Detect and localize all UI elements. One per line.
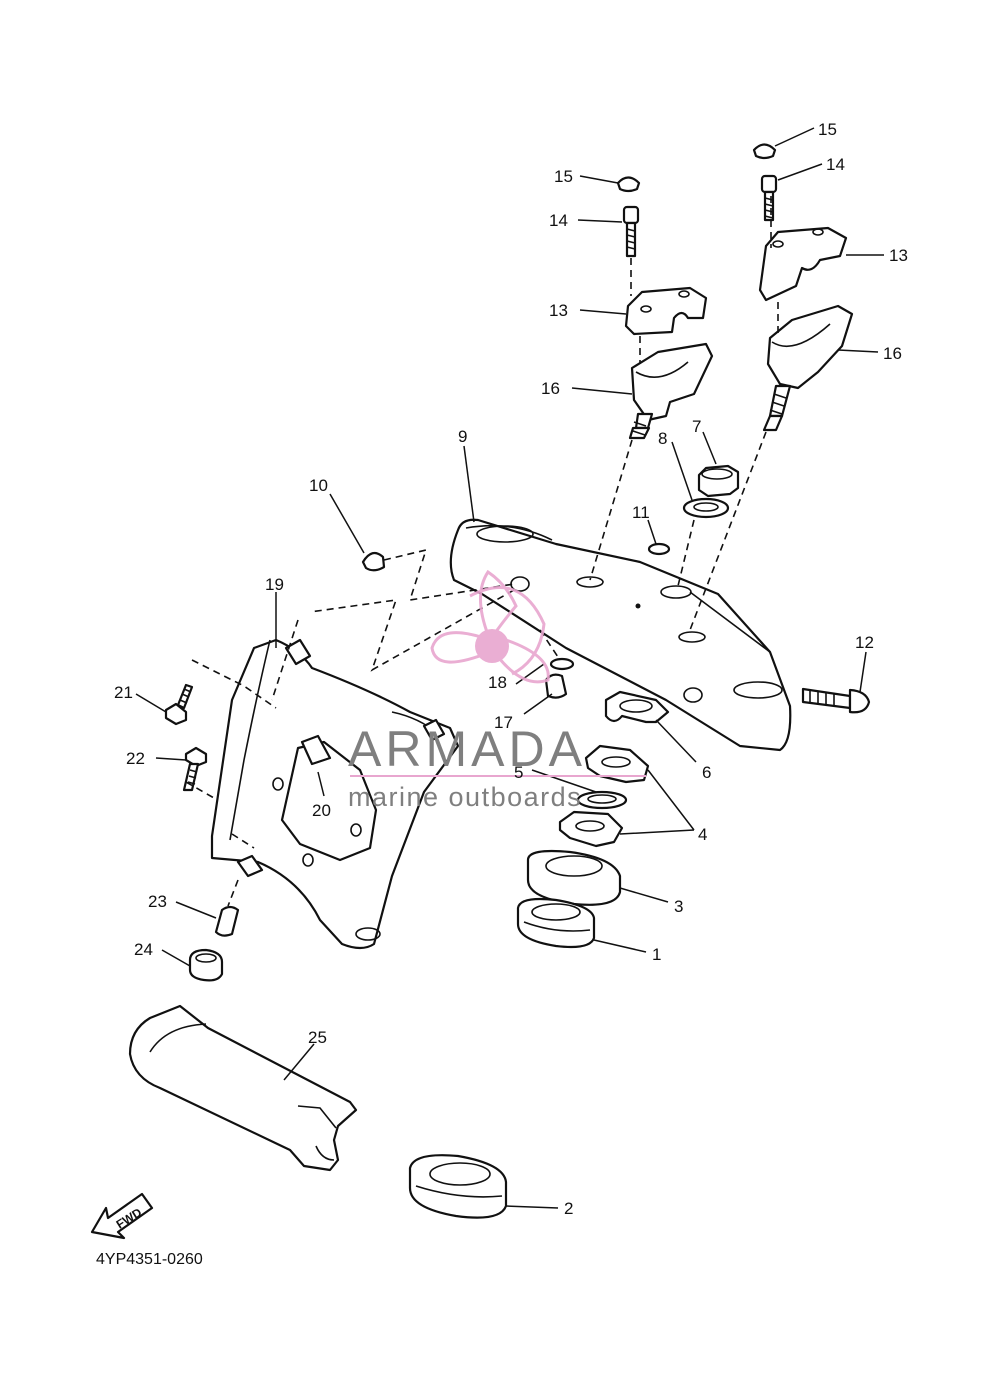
callout-21: 21	[114, 683, 133, 702]
watermark-title: ARMADA	[348, 721, 586, 777]
holder-16-right	[762, 304, 854, 432]
washer-8	[682, 497, 730, 519]
cap-15-right	[752, 143, 777, 160]
callout-13: 13	[549, 301, 568, 320]
callout-17: 17	[494, 713, 513, 732]
bearing-cover-3	[526, 849, 622, 906]
callout-16: 16	[541, 379, 560, 398]
callout-2: 2	[564, 1199, 573, 1218]
callouts: 15 15 14 14 13 13 16 16 7 8 11 9 10 12 1…	[114, 120, 908, 1218]
watermark-subtitle: marine outboards	[348, 782, 582, 812]
callout-8: 8	[658, 429, 667, 448]
pad-25	[128, 1004, 358, 1172]
bolt-22	[182, 746, 208, 792]
steering-column-19	[210, 638, 460, 950]
callout-16: 16	[883, 344, 902, 363]
callout-18: 18	[488, 673, 507, 692]
callout-3: 3	[674, 897, 683, 916]
watermark-logo	[430, 569, 550, 684]
clamp-13-right	[758, 226, 848, 302]
collar-23	[214, 905, 240, 937]
callout-25: 25	[308, 1028, 327, 1047]
callout-14: 14	[549, 211, 568, 230]
bearing-1	[516, 897, 596, 949]
clamp-13-left	[624, 286, 708, 336]
dust-seal-6	[604, 690, 670, 724]
bolt-14-right	[760, 174, 778, 222]
lock-washer-5	[576, 790, 628, 810]
callout-20: 20	[312, 801, 331, 820]
callout-10: 10	[309, 476, 328, 495]
ring-nut-4-lower	[558, 810, 624, 848]
callout-4: 4	[698, 825, 707, 844]
callout-12: 12	[855, 633, 874, 652]
callout-13: 13	[889, 246, 908, 265]
callout-5: 5	[514, 763, 523, 782]
callout-11: 11	[632, 503, 650, 522]
cap-10	[361, 551, 386, 572]
callout-19: 19	[265, 575, 284, 594]
nut-7	[697, 464, 740, 498]
leader-lines	[135, 127, 884, 1209]
washer-18	[549, 657, 575, 671]
callout-15: 15	[818, 120, 837, 139]
callout-15: 15	[554, 167, 573, 186]
bracket-9	[449, 518, 792, 752]
cap-15-left	[616, 176, 641, 193]
callout-7: 7	[692, 417, 701, 436]
diagram-code: 4YP4351-0260	[96, 1251, 203, 1268]
ring-nut-4-upper	[584, 744, 650, 784]
holder-16-left	[628, 342, 714, 440]
callout-24: 24	[134, 940, 153, 959]
callout-1: 1	[652, 945, 661, 964]
callout-14: 14	[826, 155, 845, 174]
forward-arrow-icon: FWD	[90, 1192, 154, 1240]
callout-23: 23	[148, 892, 167, 911]
bolt-14-left	[622, 205, 640, 258]
bolt-12	[801, 687, 871, 714]
bolt-21	[164, 683, 194, 726]
bearing-2	[408, 1154, 508, 1219]
collar-17	[544, 673, 568, 699]
grommet-24	[188, 948, 224, 982]
callout-22: 22	[126, 749, 145, 768]
callout-9: 9	[458, 427, 467, 446]
plug-11	[647, 542, 671, 556]
callout-6: 6	[702, 763, 711, 782]
assembly-lines	[185, 196, 779, 907]
